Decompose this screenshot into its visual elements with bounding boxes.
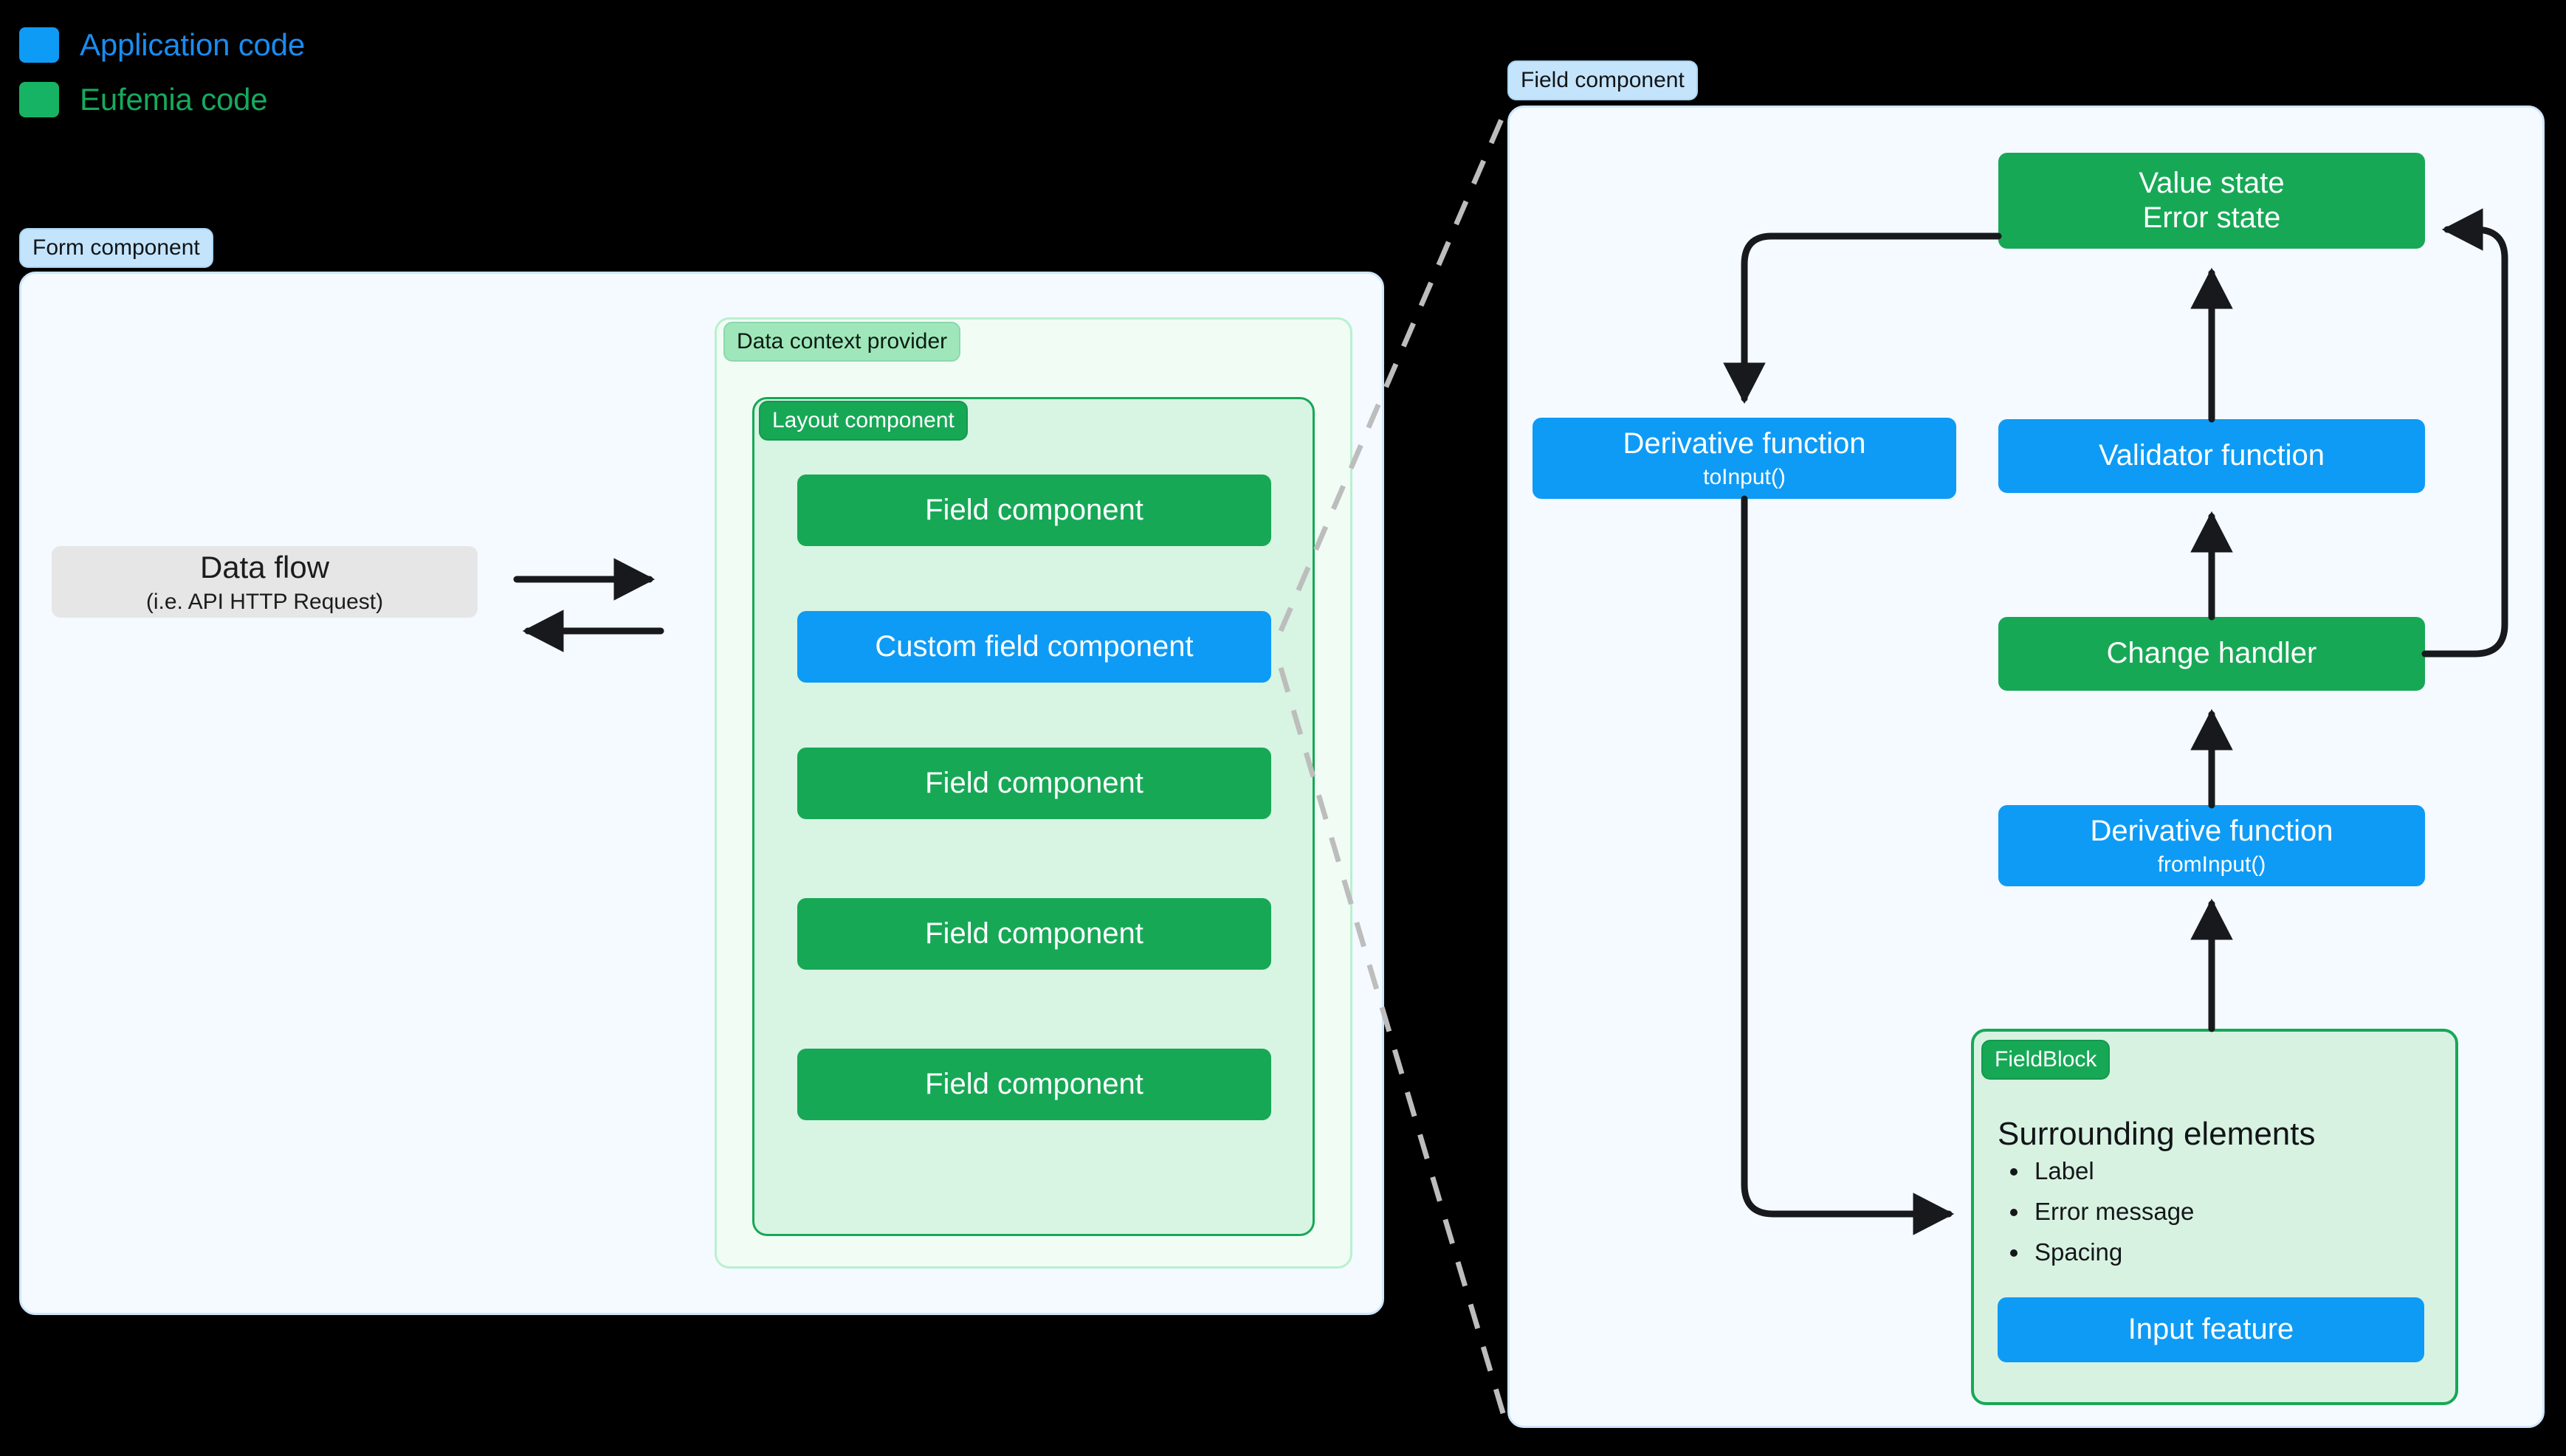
surrounding-element-item-label: Label [2030, 1151, 2194, 1192]
derivative-from-input-sub: fromInput() [2157, 852, 2266, 877]
data-flow-title: Data flow [199, 549, 330, 584]
custom-field-component-label: Custom field component [875, 629, 1194, 663]
derivative-function-to-input-box[interactable]: Derivative function toInput() [1533, 418, 1956, 499]
legend-label-eufemia-code: Eufemia code [80, 82, 268, 117]
field-component-box-4[interactable]: Field component [797, 1049, 1271, 1120]
legend-label-application-code: Application code [80, 27, 306, 62]
field-component-label-3: Field component [925, 917, 1143, 950]
change-handler-label: Change handler [2106, 637, 2317, 670]
surrounding-elements-list: Label Error message Spacing [1998, 1151, 2194, 1272]
derivative-from-input-title: Derivative function [2090, 814, 2333, 847]
field-component-tag: Field component [1507, 61, 1698, 100]
field-component-label-4: Field component [925, 1067, 1143, 1100]
derivative-to-input-sub: toInput() [1703, 464, 1786, 489]
field-component-label-2: Field component [925, 766, 1143, 799]
data-flow-box: Data flow (i.e. API HTTP Request) [52, 546, 478, 618]
layout-component-tag: Layout component [759, 401, 968, 441]
input-feature-box[interactable]: Input feature [1998, 1297, 2424, 1362]
surrounding-element-item-spacing: Spacing [2030, 1232, 2194, 1273]
eufemia-code-swatch-icon [19, 82, 59, 117]
derivative-function-from-input-box[interactable]: Derivative function fromInput() [1998, 805, 2425, 886]
custom-field-component-box[interactable]: Custom field component [797, 611, 1271, 683]
data-context-provider-tag: Data context provider [723, 322, 961, 362]
validator-function-label: Validator function [2098, 439, 2325, 472]
field-component-label-1: Field component [925, 493, 1143, 526]
legend-item-application-code: Application code [19, 18, 477, 72]
value-state-line-2: Error state [2142, 201, 2281, 234]
form-component-tag: Form component [19, 228, 213, 268]
field-component-box-3[interactable]: Field component [797, 898, 1271, 970]
input-feature-label: Input feature [2128, 1313, 2294, 1346]
change-handler-box[interactable]: Change handler [1998, 617, 2425, 691]
data-flow-subtitle: (i.e. API HTTP Request) [145, 589, 384, 614]
field-component-box-1[interactable]: Field component [797, 475, 1271, 546]
application-code-swatch-icon [19, 27, 59, 63]
surrounding-element-item-error-message: Error message [2030, 1192, 2194, 1232]
value-state-line-1: Value state [2139, 166, 2285, 199]
legend: Application code Eufemia code [19, 18, 477, 127]
field-block-tag: FieldBlock [1981, 1040, 2111, 1080]
validator-function-box[interactable]: Validator function [1998, 419, 2425, 493]
legend-item-eufemia-code: Eufemia code [19, 72, 477, 127]
value-state-box[interactable]: Value state Error state [1998, 153, 2425, 249]
field-component-box-2[interactable]: Field component [797, 748, 1271, 819]
surrounding-elements-heading: Surrounding elements [1998, 1116, 2316, 1152]
derivative-to-input-title: Derivative function [1623, 427, 1866, 460]
